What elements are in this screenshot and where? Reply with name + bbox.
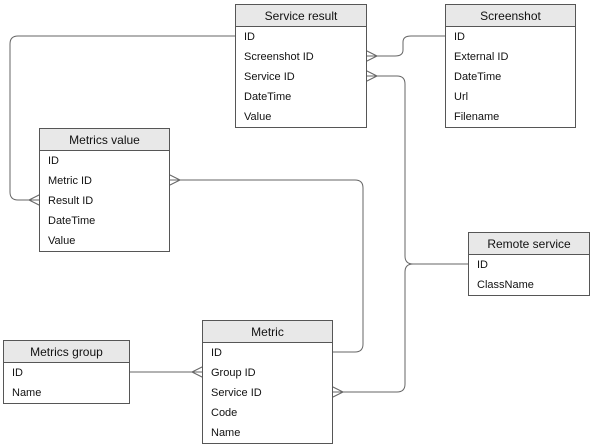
entity-field-row[interactable]: ClassName [469,275,589,295]
entity-field-label: External ID [454,51,509,63]
entity-field-row[interactable]: ID [446,27,575,47]
entity-field-row[interactable]: Value [40,231,169,251]
entity-field-row[interactable]: Group ID [203,363,332,383]
entity-field-row[interactable]: Metric ID [40,171,169,191]
entity-field-label: Value [48,235,76,247]
connector-remoteservice-metric[interactable] [332,263,469,398]
entity-field-row[interactable]: Name [4,383,129,403]
entity-field-label: DateTime [454,71,502,83]
entity-field-row[interactable]: Screenshot ID [236,47,366,67]
crowsfoot-serviceresult-screenshotid [366,50,378,62]
entity-field-label: Screenshot ID [244,51,314,63]
crowsfoot-metricsvalue-metricid [169,174,181,186]
entity-field-label: DateTime [244,91,292,103]
entity-metrics-value[interactable]: Metrics value ID Metric ID Result ID DateTi… [39,128,170,252]
entity-title: Metrics group [4,341,129,363]
entity-field-label: Url [454,91,469,103]
entity-field-label: Code [211,407,238,419]
entity-field-label: ID [12,367,23,379]
entity-field-label: ID [244,31,255,43]
entity-title: Metric [203,321,332,343]
crowsfoot-serviceresult-serviceid [366,70,378,82]
entity-field-row[interactable]: ID [4,363,129,383]
entity-field-label: ID [477,259,488,271]
crowsfoot-metricsvalue-resultid [28,194,40,206]
entity-field-row[interactable]: DateTime [236,87,366,107]
entity-field-label: Service ID [244,71,295,83]
connector-metricsgroup-metric[interactable] [129,366,203,378]
entity-title: Remote service [469,233,589,255]
entity-field-row[interactable]: Service ID [203,383,332,403]
entity-field-label: Group ID [211,367,256,379]
entity-field-row[interactable]: ID [236,27,366,47]
connector-screenshot-serviceresult[interactable] [366,35,446,62]
entity-field-row[interactable]: ID [40,151,169,171]
entity-field-label: Value [244,111,272,123]
entity-field-label: ID [48,155,59,167]
entity-field-label: ID [211,347,222,359]
entity-field-row[interactable]: Filename [446,107,575,127]
entity-field-label: Name [12,387,42,399]
entity-title: Metrics value [40,129,169,151]
entity-field-label: Result ID [48,195,94,207]
entity-field-label: Name [211,427,241,439]
entity-field-row[interactable]: Url [446,87,575,107]
entity-metrics-group[interactable]: Metrics group ID Name [3,340,130,404]
crowsfoot-metric-serviceid [332,386,344,398]
crowsfoot-metric-groupid [191,366,203,378]
entity-field-row[interactable]: Service ID [236,67,366,87]
entity-field-row[interactable]: DateTime [40,211,169,231]
entity-field-row[interactable]: ID [469,255,589,275]
entity-field-label: Service ID [211,387,262,399]
entity-field-row[interactable]: Name [203,423,332,443]
entity-field-label: DateTime [48,215,96,227]
entity-field-row[interactable]: Value [236,107,366,127]
entity-field-label: Metric ID [48,175,92,187]
entity-field-row[interactable]: External ID [446,47,575,67]
entity-field-row[interactable]: Code [203,403,332,423]
entity-service-result[interactable]: Service result ID Screenshot ID Service ID… [235,4,367,128]
entity-field-row[interactable]: DateTime [446,67,575,87]
entity-field-row[interactable]: ID [203,343,332,363]
entity-title: Screenshot [446,5,575,27]
entity-field-label: Filename [454,111,500,123]
entity-field-label: ID [454,31,465,43]
entity-remote-service[interactable]: Remote service ID ClassName [468,232,590,296]
entity-title: Service result [236,5,366,27]
entity-field-row[interactable]: Result ID [40,191,169,211]
entity-field-label: ClassName [477,279,534,291]
